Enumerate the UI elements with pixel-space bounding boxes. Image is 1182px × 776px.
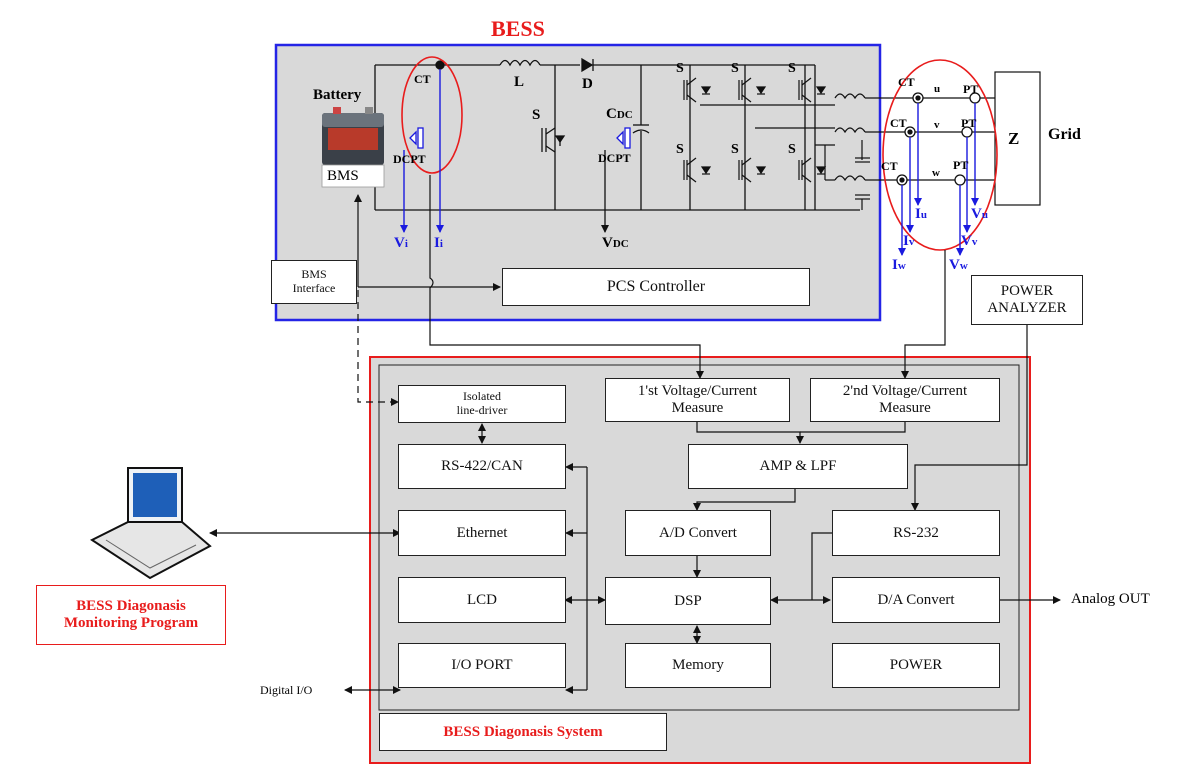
pcs-controller-box: PCS Controller — [502, 268, 810, 306]
ethernet-box: Ethernet — [398, 510, 566, 556]
signal-wires — [209, 175, 1061, 694]
system-title-box: BESS Diagonasis System — [379, 713, 667, 751]
ct-w-label: CT — [881, 159, 898, 173]
lcd-box: LCD — [398, 577, 566, 623]
cdc-label: CDC — [606, 106, 633, 122]
memory-box: Memory — [625, 643, 771, 688]
ad-convert-box: A/D Convert — [625, 510, 771, 556]
phase-u: u — [934, 83, 941, 95]
dcpt-symbols — [409, 127, 631, 149]
dcpt-label-1: DCPT — [393, 152, 426, 166]
switch-label-boost: S — [532, 107, 541, 123]
s3: S — [788, 61, 796, 76]
analog-out-label: Analog OUT — [1071, 591, 1150, 607]
inverter-switches — [683, 77, 827, 183]
dsp-box: DSP — [605, 577, 771, 625]
iw-label: Iw — [892, 257, 906, 273]
pt-u-label: PT — [963, 82, 979, 96]
pt-v-label: PT — [961, 116, 977, 130]
power-box: POWER — [832, 643, 1000, 688]
amp-lpf-box: AMP & LPF — [688, 444, 908, 489]
iv-label: Iv — [903, 233, 915, 249]
vi-label: Vi — [394, 235, 408, 251]
s2: S — [731, 61, 739, 76]
da-convert-box: D/A Convert — [832, 577, 1000, 623]
phase-v: v — [934, 119, 940, 131]
iu-label: Iu — [915, 206, 927, 222]
ct-u-label: CT — [898, 75, 915, 89]
battery-label: Battery — [313, 87, 362, 103]
phase-w: w — [932, 167, 940, 179]
grid-impedance — [994, 71, 1041, 206]
rs422-box: RS-422/CAN — [398, 444, 566, 489]
sensor-markers — [435, 60, 981, 186]
s1: S — [676, 61, 684, 76]
battery-image — [321, 107, 385, 188]
vdc-label: VDC — [602, 235, 629, 251]
ii-label: Ii — [434, 235, 443, 251]
vv-label: Vv — [961, 233, 978, 249]
diode-label: D — [582, 76, 593, 92]
bms-label: BMS — [327, 168, 359, 184]
grid-label: Grid — [1048, 126, 1081, 143]
s4: S — [676, 142, 684, 157]
io-port-box: I/O PORT — [398, 643, 566, 688]
s6: S — [788, 142, 796, 157]
laptop-icon — [89, 467, 212, 580]
s5: S — [731, 142, 739, 157]
dcpt-label-2: DCPT — [598, 151, 631, 165]
measure-arrows — [400, 69, 979, 256]
ct-dc-label: CT — [414, 72, 431, 86]
power-circuit — [374, 57, 860, 211]
bess-title: BESS — [491, 16, 545, 41]
pt-w-label: PT — [953, 158, 969, 172]
z-label: Z — [1008, 129, 1020, 148]
vw-label: Vw — [949, 257, 968, 273]
dc-measure-ellipse — [401, 56, 463, 174]
ct-v-label: CT — [890, 116, 907, 130]
ac-measure-ellipse — [882, 59, 998, 251]
digital-io-label: Digital I/O — [260, 683, 313, 697]
rs232-box: RS-232 — [832, 510, 1000, 556]
ac-filter — [700, 93, 995, 210]
vu-label: Vu — [971, 206, 988, 222]
inductor-label: L — [514, 74, 525, 90]
